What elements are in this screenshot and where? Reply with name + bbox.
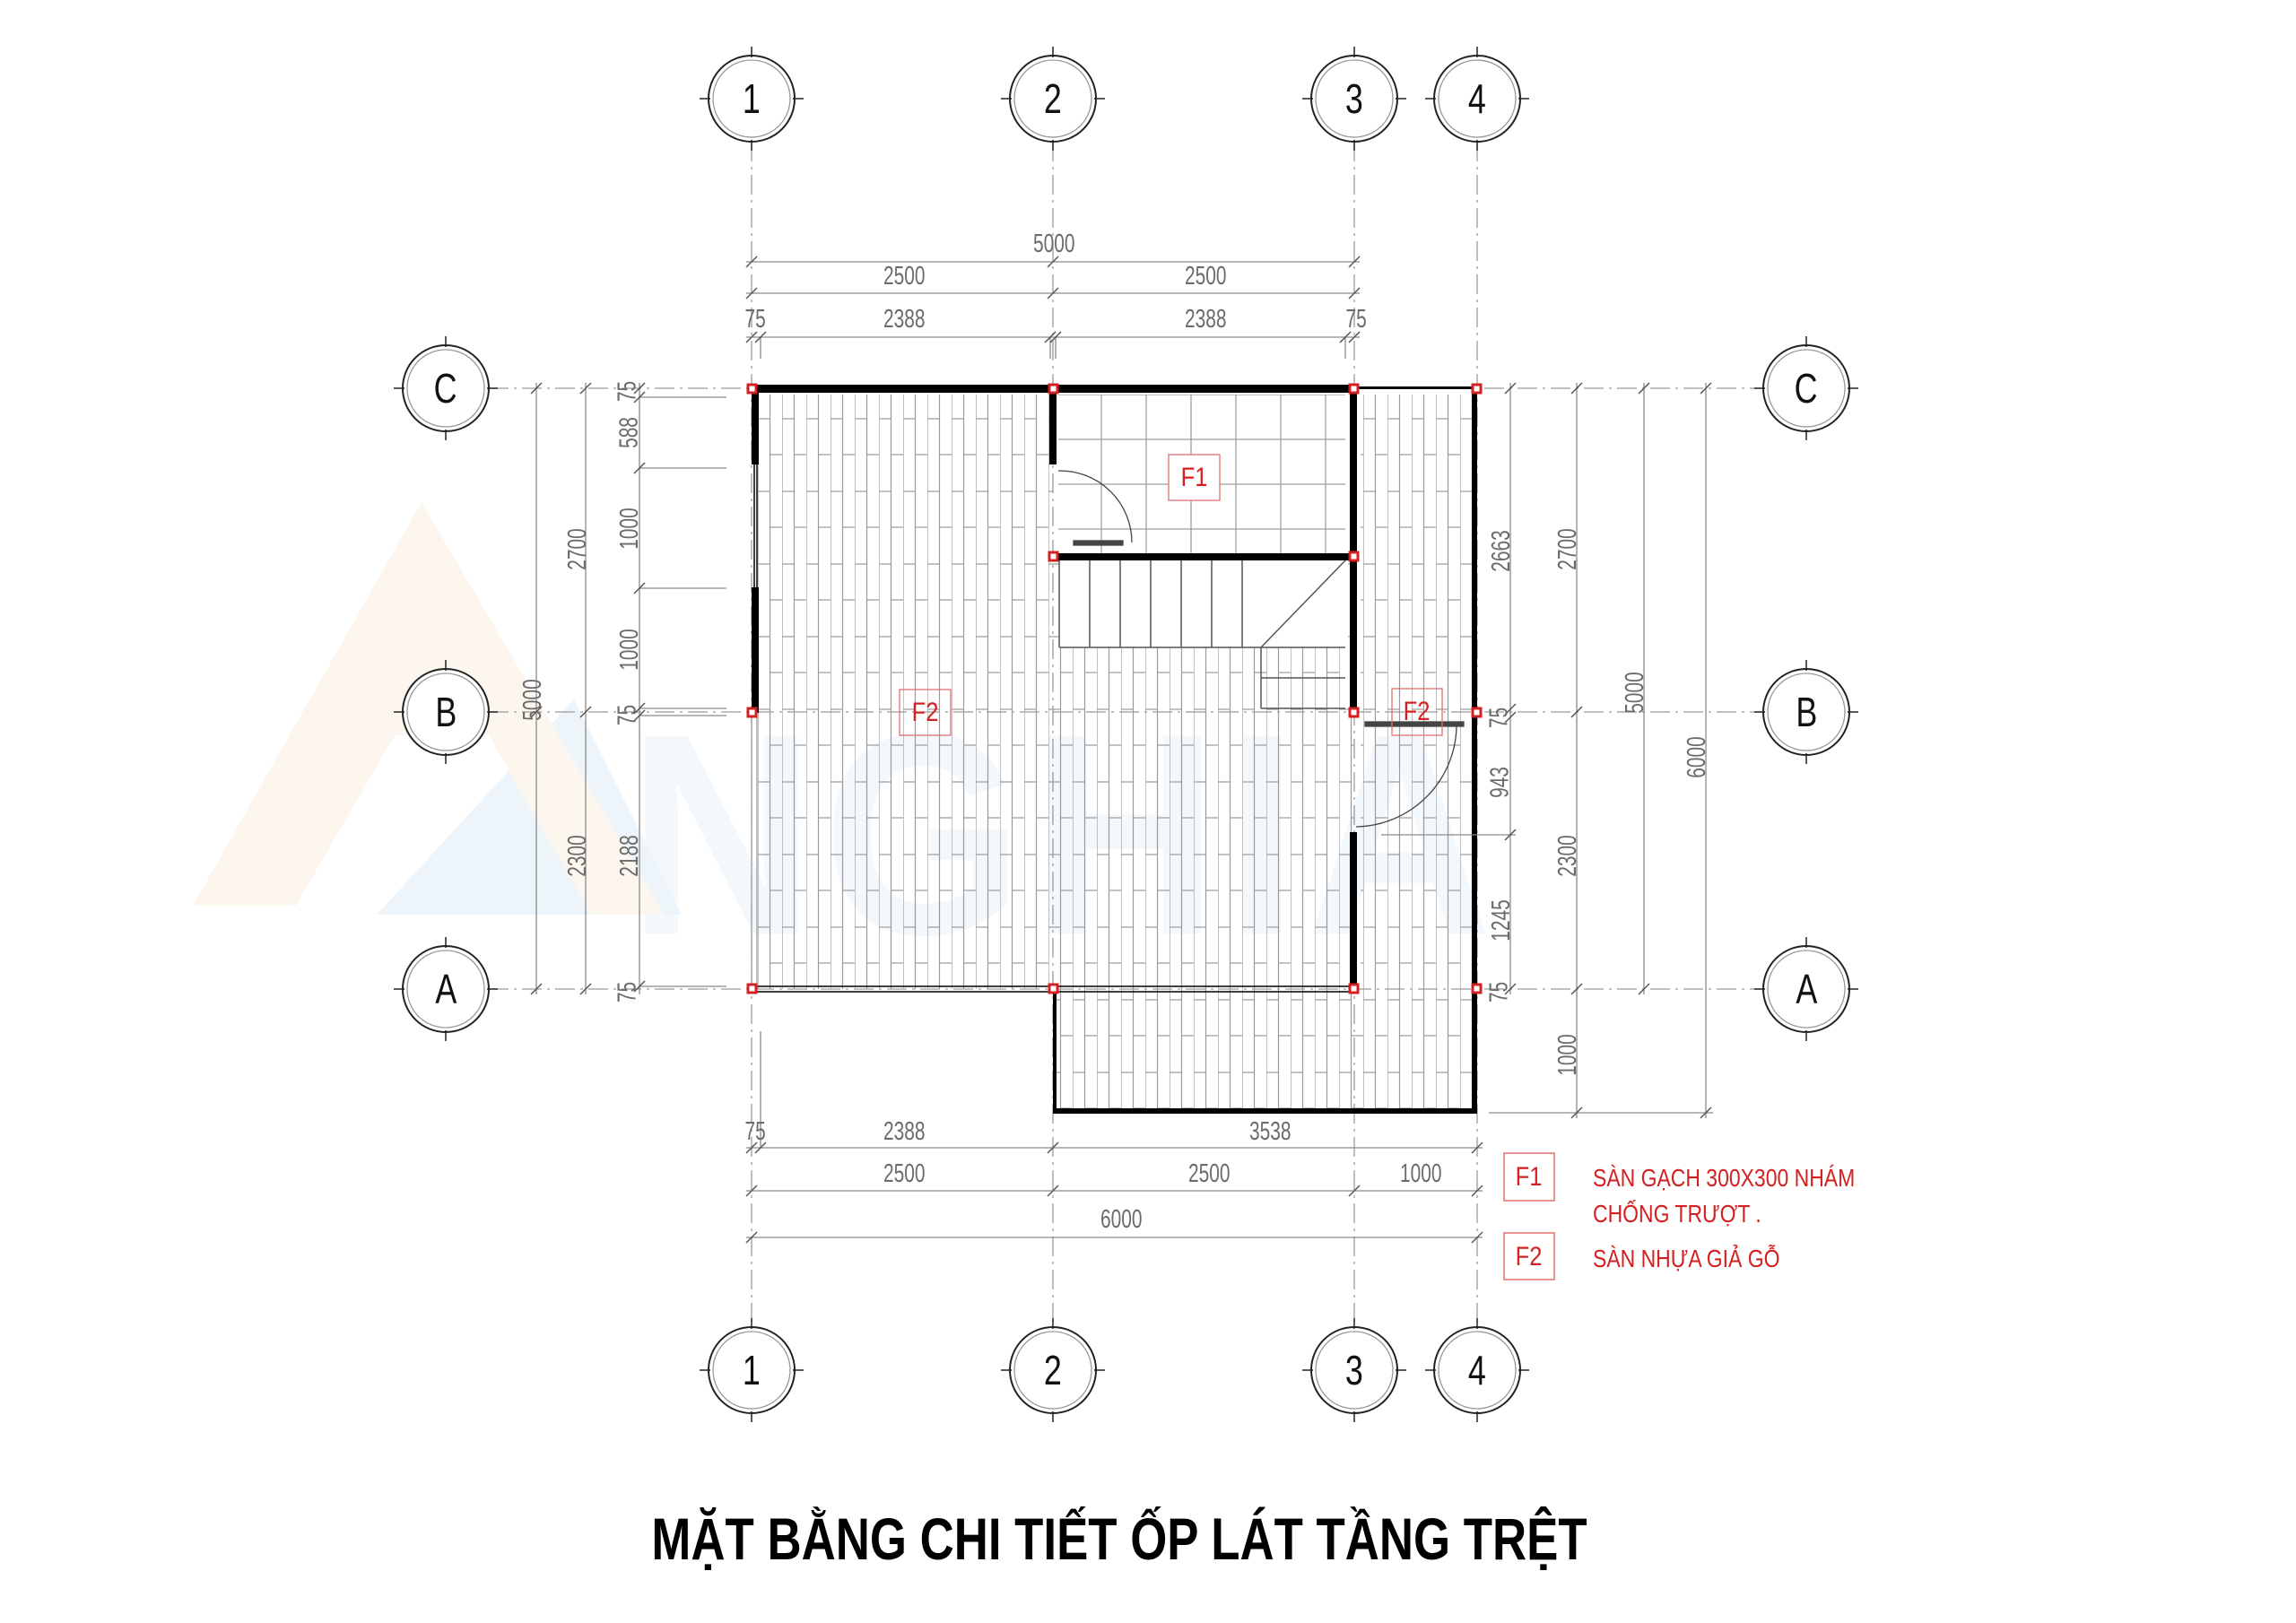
grid-label-4-top: 4 [1468,75,1486,122]
columns [746,383,1483,994]
grid-label-a-left: A [435,966,457,1012]
legend-f1-line-1: SÀN GẠCH 300X300 NHÁM [1593,1164,1856,1192]
dim-right-mid: 5000 [1620,672,1649,714]
dim-bottom-clear-2: 2388 [883,1117,926,1146]
grid-label-b-right: B [1796,689,1817,735]
dim-top-clear-1: 75 [744,305,766,334]
legend-f2-line-1: SÀN NHỰA GIẢ GỖ [1593,1245,1780,1272]
staircase [1058,560,1348,709]
dim-left-overall: 5000 [517,679,547,721]
dimension-ticks [530,256,1712,1244]
triangle-logo-icon [193,502,682,915]
grid-bubbles [402,55,1850,1414]
legend-boxes [1503,1152,1555,1280]
dim-top-clear-2: 2388 [883,305,926,334]
dim-top-bay-2: 2500 [1185,262,1227,291]
grid-label-a-right: A [1796,966,1817,1012]
grid-label-c-left: C [434,365,457,412]
dim-left-bay-1: 2700 [562,528,592,570]
dim-left-detail-7: 75 [613,981,642,1003]
dim-left-detail-6: 2188 [614,835,644,877]
dim-right-overall: 6000 [1682,736,1711,778]
grid-label-b-left: B [435,689,457,735]
dimension-lines [535,261,1713,1238]
dim-bottom-bay-3: 1000 [1400,1159,1442,1188]
dim-right-detail-5: 75 [1484,981,1514,1003]
dim-right-bay-1: 2700 [1552,528,1582,570]
grid-label-4-bottom: 4 [1468,1347,1486,1393]
grid-label-3-bottom: 3 [1345,1347,1363,1393]
dim-bottom-bay-1: 2500 [883,1159,926,1188]
grid-label-3-top: 3 [1345,75,1363,122]
dim-left-detail-3: 1000 [614,508,644,550]
doors [1057,470,1465,828]
grid-label-1-top: 1 [743,75,761,122]
dim-top-overall: 5000 [1033,230,1075,258]
dim-right-detail-1: 2663 [1486,530,1516,572]
grid-label-2-bottom: 2 [1044,1347,1062,1393]
dim-left-detail-4: 1000 [614,629,644,671]
room-tag-f2-side: F2 [1404,697,1431,726]
grid-label-2-top: 2 [1044,75,1062,122]
legend-code-f2: F2 [1516,1242,1543,1271]
dim-right-bay-3: 1000 [1552,1034,1582,1076]
dim-left-detail-5: 75 [613,704,642,726]
dim-right-detail-4: 1245 [1486,899,1516,942]
dim-top-clear-3: 2388 [1185,305,1227,334]
dim-right-detail-2: 75 [1484,707,1514,729]
dim-left-detail-2: 588 [614,417,644,448]
grid-label-c-right: C [1795,365,1818,412]
drawing-title: MẶT BẰNG CHI TIẾT ỐP LÁT TẦNG TRỆT [651,1506,1587,1572]
dim-bottom-clear-3: 3538 [1249,1117,1292,1146]
dim-bottom-bay-2: 2500 [1188,1159,1231,1188]
room-tag-f1: F1 [1180,463,1208,492]
dim-top-clear-4: 75 [1345,305,1367,334]
dim-right-detail-3: 943 [1485,767,1515,798]
dim-left-bay-2: 2300 [562,835,592,877]
dim-top-bay-1: 2500 [883,262,926,291]
dim-bottom-clear-1: 75 [744,1117,766,1146]
grid-label-1-bottom: 1 [743,1347,761,1393]
dim-right-bay-2: 2300 [1552,835,1582,877]
dim-left-detail-1: 75 [613,380,642,403]
legend-code-f1: F1 [1516,1162,1543,1192]
dim-bottom-overall: 6000 [1100,1205,1143,1234]
room-tag-f2-main: F2 [911,698,939,727]
legend-f1-line-2: CHỐNG TRƯỢT . [1593,1200,1761,1228]
